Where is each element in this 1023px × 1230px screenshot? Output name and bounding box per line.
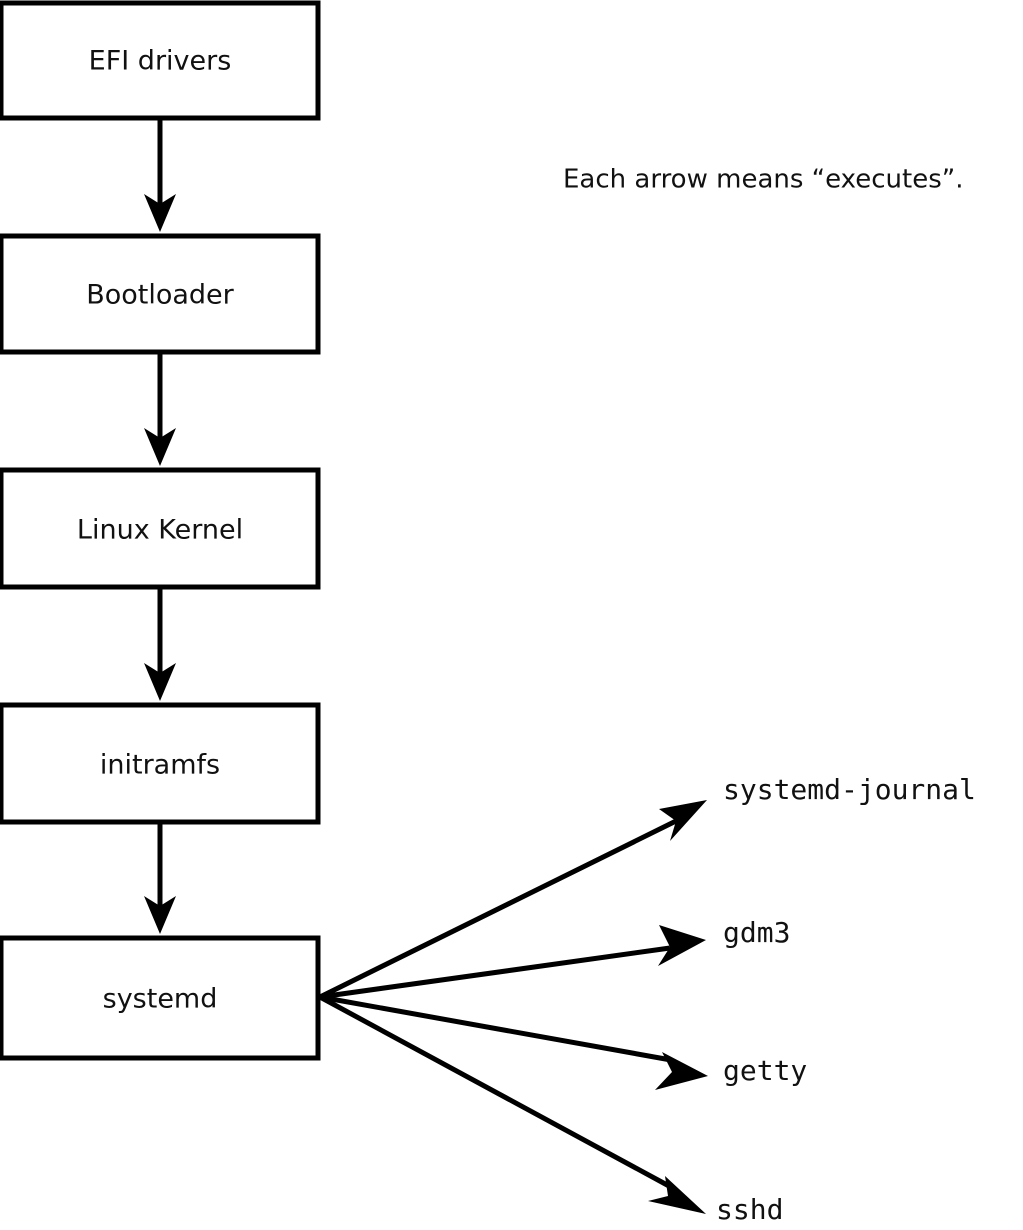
service-labels: systemd-journal gdm3 getty sshd: [716, 773, 976, 1226]
chain-arrow-head-icon: [144, 896, 176, 934]
box-initramfs[interactable]: initramfs: [0, 702, 321, 825]
service-arrow-getty: [319, 994, 708, 1090]
service-arrow-systemd-journal: [318, 800, 707, 1000]
service-arrow-line: [319, 945, 671, 1000]
box-linux-kernel-rect: [0, 467, 321, 590]
chain-arrow-kernel-to-initramfs: [144, 587, 176, 701]
service-arrow-sshd: [318, 994, 706, 1214]
box-efi-drivers-rect: [0, 0, 321, 121]
service-arrow-group: [318, 800, 708, 1214]
chain-arrow-head-icon: [144, 428, 176, 466]
service-arrow-gdm3: [319, 925, 706, 1000]
box-bootloader-rect: [0, 233, 321, 355]
chain-arrow-efi-to-bootloader: [144, 118, 176, 232]
service-label-getty: getty: [723, 1054, 807, 1087]
box-bootloader[interactable]: Bootloader: [0, 233, 321, 355]
boot-chain-boxes: EFI drivers Bootloader Linux Kernel init…: [0, 0, 321, 1061]
service-arrow-head-icon: [658, 925, 706, 966]
box-systemd-label: systemd: [103, 984, 218, 1015]
chain-arrow-initramfs-to-systemd: [144, 822, 176, 934]
chain-arrow-group: [144, 118, 176, 934]
box-initramfs-label: initramfs: [100, 750, 220, 781]
service-arrow-line: [319, 994, 672, 1063]
box-systemd-rect: [0, 935, 321, 1061]
service-label-gdm3: gdm3: [723, 916, 790, 949]
service-arrow-head-icon: [655, 1052, 708, 1090]
chain-arrow-bootloader-to-kernel: [144, 352, 176, 466]
box-systemd[interactable]: systemd: [0, 935, 321, 1061]
box-linux-kernel[interactable]: Linux Kernel: [0, 467, 321, 590]
service-label-systemd-journal: systemd-journal: [723, 773, 976, 806]
box-linux-kernel-label: Linux Kernel: [77, 515, 243, 546]
service-arrow-head-icon: [648, 1176, 706, 1214]
box-initramfs-rect: [0, 702, 321, 825]
chain-arrow-head-icon: [144, 663, 176, 701]
service-arrow-line: [318, 994, 671, 1189]
service-arrow-line: [318, 818, 678, 1000]
service-arrow-head-icon: [659, 800, 707, 841]
service-label-sshd: sshd: [716, 1193, 783, 1226]
box-bootloader-label: Bootloader: [86, 280, 234, 311]
box-efi-drivers[interactable]: EFI drivers: [0, 0, 321, 121]
box-efi-drivers-label: EFI drivers: [89, 46, 232, 77]
arrow-legend-note: Each arrow means “executes”.: [563, 165, 964, 195]
chain-arrow-head-icon: [144, 194, 176, 232]
